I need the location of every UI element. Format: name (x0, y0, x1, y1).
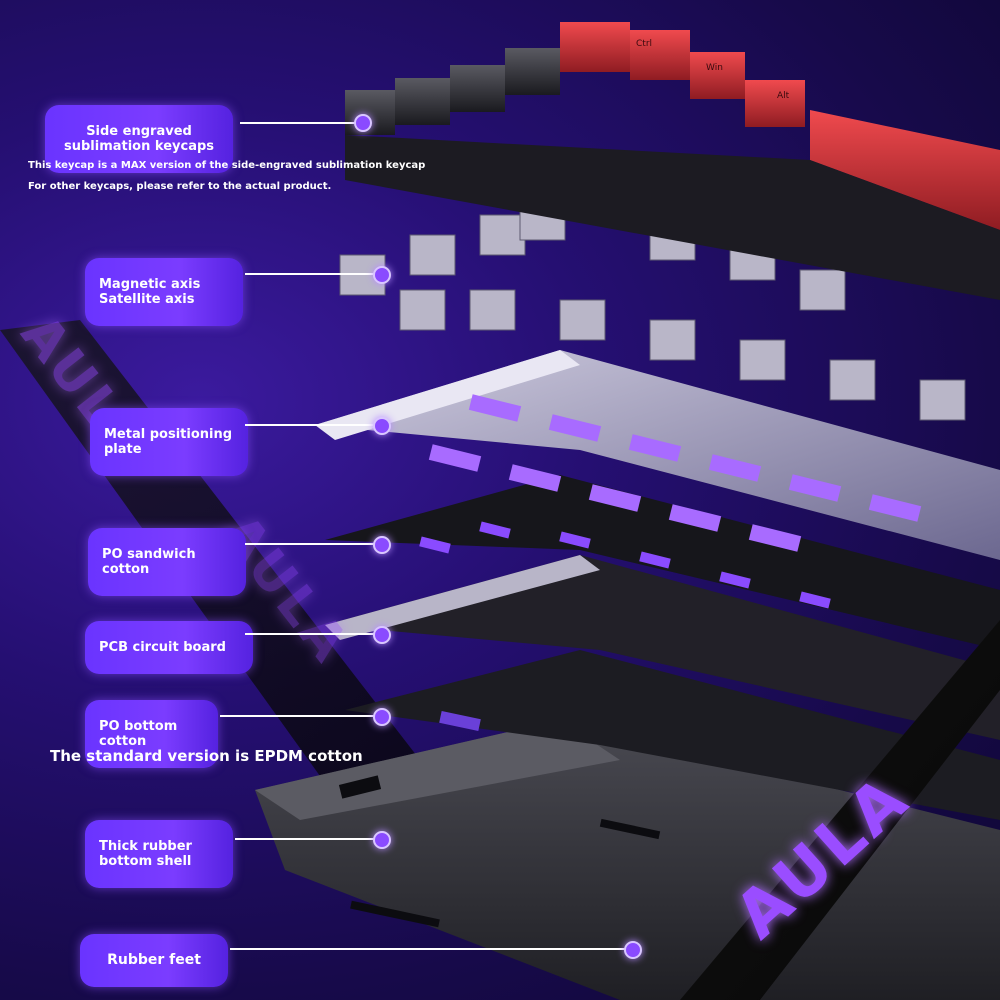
keycaps-layer: Ctrl Win Alt (345, 22, 1000, 300)
note-epdm: The standard version is EPDM cotton (50, 747, 363, 765)
sandwich-cotton-layer (325, 475, 1000, 650)
label-plate: Metal positioning plate (90, 408, 248, 476)
leader-bottom-cotton (220, 715, 375, 717)
leader-plate (245, 424, 375, 426)
label-feet: Rubber feet (80, 934, 228, 987)
leader-sandwich (245, 543, 375, 545)
dot-pcb (373, 626, 391, 644)
dot-feet (624, 941, 642, 959)
dot-plate (373, 417, 391, 435)
label-switches: Magnetic axis Satellite axis (85, 258, 243, 326)
leader-feet (230, 948, 625, 950)
leader-keycaps (240, 122, 360, 124)
dot-switches (373, 266, 391, 284)
pcb-layer (325, 555, 1000, 740)
bottom-cotton-layer (345, 650, 1000, 820)
ctrl-legend: Ctrl (636, 39, 652, 49)
strap-foreground (680, 620, 1000, 1000)
leader-pcb (245, 633, 375, 635)
label-keycaps: Side engraved sublimation keycaps (45, 105, 233, 173)
label-shell: Thick rubber bottom shell (85, 820, 233, 888)
label-pcb: PCB circuit board (85, 621, 253, 674)
leader-shell (235, 838, 375, 840)
dot-shell (373, 831, 391, 849)
dot-bottom-cotton (373, 708, 391, 726)
note-keycap-max: This keycap is a MAX version of the side… (28, 160, 426, 171)
label-sandwich: PO sandwich cotton (88, 528, 246, 596)
dot-sandwich (373, 536, 391, 554)
win-legend: Win (706, 63, 723, 73)
leader-switches (245, 273, 375, 275)
dot-keycaps (354, 114, 372, 132)
note-keycap-other: For other keycaps, please refer to the a… (28, 181, 332, 192)
alt-legend: Alt (777, 91, 790, 101)
label-bottom-cotton: PO bottom cotton (85, 700, 218, 768)
